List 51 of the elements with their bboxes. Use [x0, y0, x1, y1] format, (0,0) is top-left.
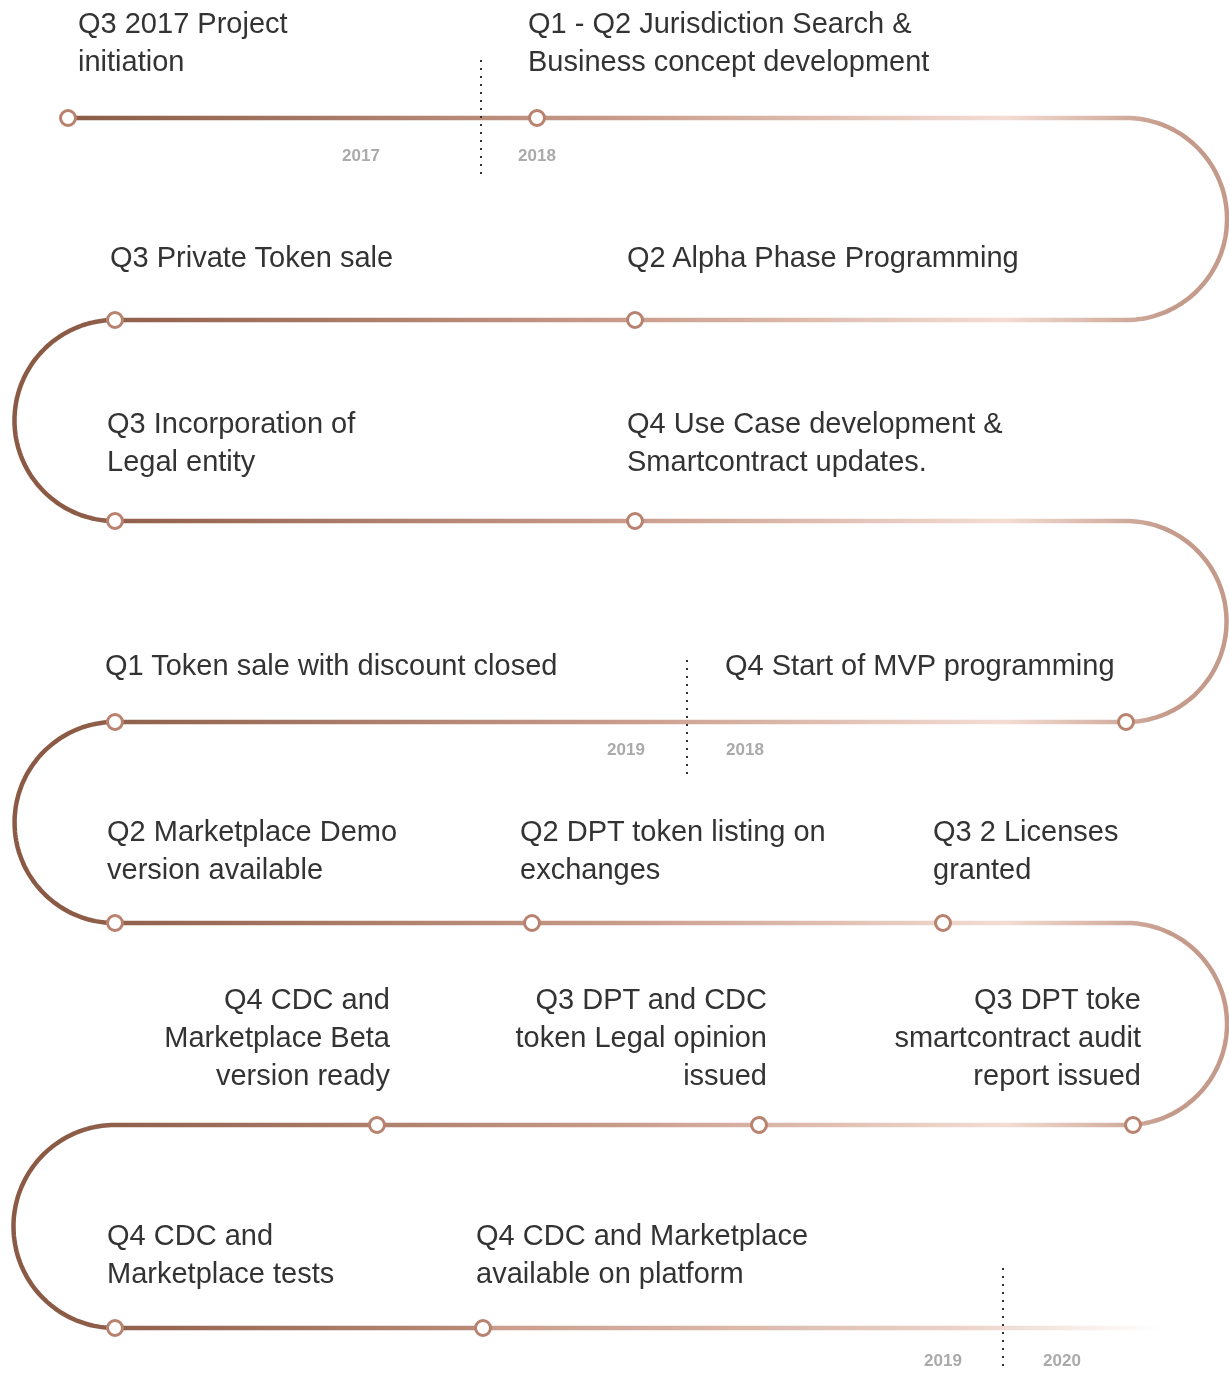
year-label: 2019: [924, 1351, 962, 1371]
milestone-label: Q4 Start of MVP programming: [725, 648, 1116, 683]
year-label: 2018: [726, 740, 764, 760]
milestone-label: Q3 Incorporation of Legal entity: [107, 406, 357, 479]
milestone-label: Q2 DPT token listing on exchanges: [520, 814, 827, 887]
milestone-dot: [59, 109, 77, 127]
timeline-line: [643, 518, 1229, 724]
milestone-dot: [750, 1116, 768, 1134]
milestone-dot: [106, 914, 124, 932]
timeline-line: [123, 920, 525, 926]
timeline-line: [545, 115, 1229, 323]
milestone-label: Q3 Private Token sale: [110, 240, 395, 275]
milestone-dot: [368, 1116, 386, 1134]
milestone-dot: [106, 713, 124, 731]
milestone-label: Q3 DPT toke smartcontract audit report issued: [893, 982, 1141, 1093]
milestone-dot: [523, 914, 541, 932]
milestone-label: Q4 CDC and Marketplace tests: [107, 1218, 336, 1291]
year-label: 2020: [1043, 1351, 1081, 1371]
timeline-line: [11, 1122, 369, 1330]
milestone-dot: [474, 1319, 492, 1337]
timeline-line: [951, 920, 1229, 1128]
milestone-dot: [1124, 1116, 1142, 1134]
milestone-label: Q1 Token sale with discount closed: [105, 648, 559, 683]
year-label: 2019: [607, 740, 645, 760]
milestone-dot: [106, 311, 124, 329]
year-label: 2017: [342, 146, 380, 166]
milestone-label: Q4 CDC and Marketplace Beta version ready: [163, 982, 390, 1093]
timeline-line: [76, 115, 529, 121]
milestone-dot: [528, 109, 546, 127]
timeline-line: [12, 318, 108, 523]
milestone-dot: [626, 512, 644, 530]
milestone-dot: [626, 311, 644, 329]
year-label: 2018: [518, 146, 556, 166]
timeline-line: [385, 1122, 751, 1128]
timeline-line: [12, 720, 108, 925]
milestone-label: Q2 Marketplace Demo version available: [107, 814, 399, 887]
milestone-dot: [1117, 713, 1135, 731]
milestone-label: Q3 DPT and CDC token Legal opinion issued: [514, 982, 767, 1093]
milestone-label: Q4 CDC and Marketplace available on platform: [476, 1218, 810, 1291]
milestone-dot: [106, 512, 124, 530]
timeline-line: [123, 317, 627, 323]
timeline-line: [123, 518, 627, 524]
milestone-label: Q4 Use Case development & Smartcontract updates.: [627, 406, 1004, 479]
milestone-label: Q2 Alpha Phase Programming: [627, 240, 1020, 275]
milestone-label: Q1 - Q2 Jurisdiction Search & Business concept development: [528, 6, 931, 79]
milestone-dot: [106, 1319, 124, 1337]
milestone-dot: [934, 914, 952, 932]
milestone-label: Q3 2017 Project initiation: [78, 6, 289, 79]
timeline-line: [122, 719, 1118, 725]
timeline-line: [540, 920, 936, 926]
milestone-label: Q3 2 Licenses granted: [933, 814, 1120, 887]
